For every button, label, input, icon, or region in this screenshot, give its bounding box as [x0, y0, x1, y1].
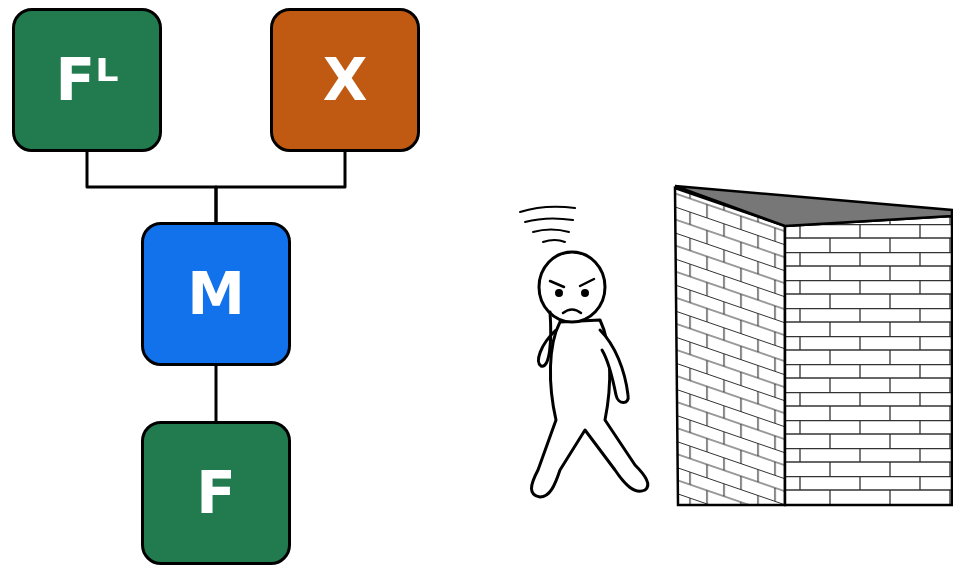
box-label: Fᴸ: [56, 51, 119, 109]
wall-front: [785, 216, 952, 505]
box-label: F: [196, 464, 236, 522]
connector-line: [216, 152, 345, 222]
figure-arm: [600, 330, 628, 403]
box-label: X: [323, 51, 368, 109]
connector-line: [215, 366, 218, 421]
wall-top: [675, 186, 952, 226]
figure-eye: [557, 291, 562, 296]
wall-side: [675, 188, 785, 505]
brick-wall: [675, 186, 952, 505]
process-box: M: [141, 222, 291, 366]
figure-arm: [539, 312, 556, 366]
stick-figure: [520, 207, 648, 497]
figure-eye: [583, 291, 588, 296]
process-box: F: [141, 421, 291, 565]
process-box: X: [270, 8, 420, 152]
figure-face: [550, 279, 594, 313]
connector-line: [87, 152, 216, 222]
dizzy-squiggle: [520, 207, 575, 242]
box-label: M: [187, 265, 245, 323]
process-box: Fᴸ: [12, 8, 162, 152]
